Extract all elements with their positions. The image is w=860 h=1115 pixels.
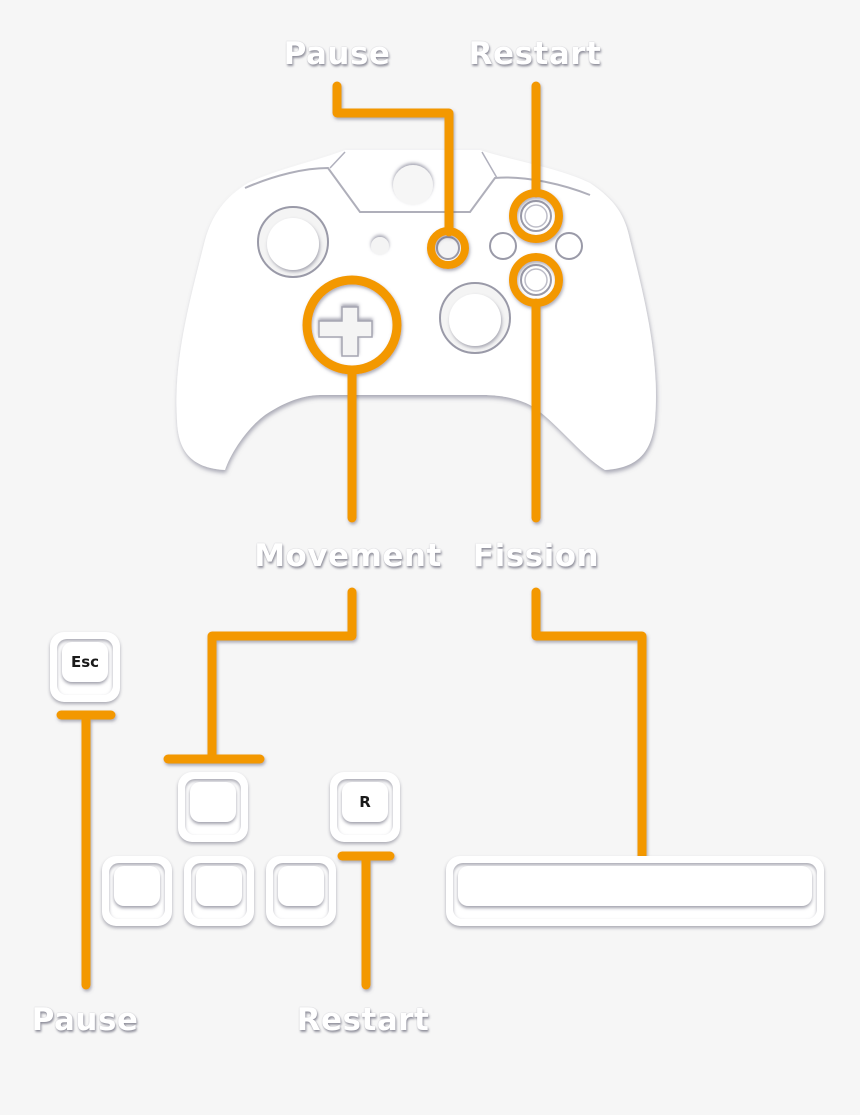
pause-highlight-ring — [427, 227, 469, 269]
key-r: R — [330, 772, 400, 842]
bumper-line — [244, 166, 591, 213]
right-stick — [449, 294, 501, 346]
key-space — [446, 856, 824, 926]
key-down — [184, 856, 254, 926]
keyboard-restart-label: Restart — [296, 1002, 430, 1038]
fission-label: Fission — [472, 538, 600, 574]
key-left — [102, 856, 172, 926]
movement-label: Movement — [254, 538, 442, 574]
key-up — [178, 772, 248, 842]
fission-keys-leader-line — [531, 587, 647, 883]
d-pad — [318, 306, 373, 357]
pause-leader-line — [332, 81, 454, 237]
left-stick — [267, 218, 319, 270]
b-button — [555, 232, 583, 260]
controller-pause-label: Pause — [283, 36, 391, 72]
view-button — [371, 237, 389, 255]
restart-highlight-ring — [509, 189, 563, 243]
controller-restart-label: Restart — [468, 36, 602, 72]
keyboard-pause-label: Pause — [31, 1002, 139, 1038]
menu-button — [436, 236, 460, 260]
key-esc-label: Esc — [62, 642, 108, 682]
key-right — [266, 856, 336, 926]
movement-keys-leader-line — [207, 587, 357, 764]
guide-button — [393, 165, 433, 205]
x-button — [489, 232, 517, 260]
key-r-label: R — [342, 782, 388, 822]
key-esc: Esc — [50, 632, 120, 702]
